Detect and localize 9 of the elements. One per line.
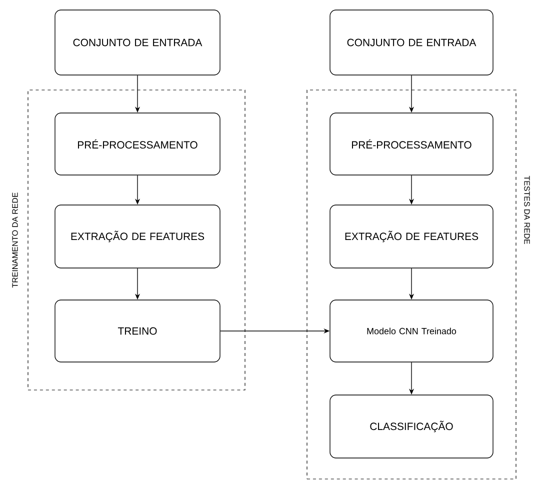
process-box: CONJUNTO DE ENTRADA [330,10,494,76]
process-box: PRÉ-PROCESSAMENTO [330,112,494,176]
process-box: TREINO [54,300,220,362]
process-box: CLASSIFICAÇÃO [330,394,494,458]
process-box: EXTRAÇÃO DE FEATURES [54,204,220,268]
process-box: EXTRAÇÃO DE FEATURES [330,204,494,268]
process-box: Modelo CNN Treinado [330,300,494,362]
process-box: CONJUNTO DE ENTRADA [54,10,220,76]
process-box: PRÉ-PROCESSAMENTO [54,112,220,176]
